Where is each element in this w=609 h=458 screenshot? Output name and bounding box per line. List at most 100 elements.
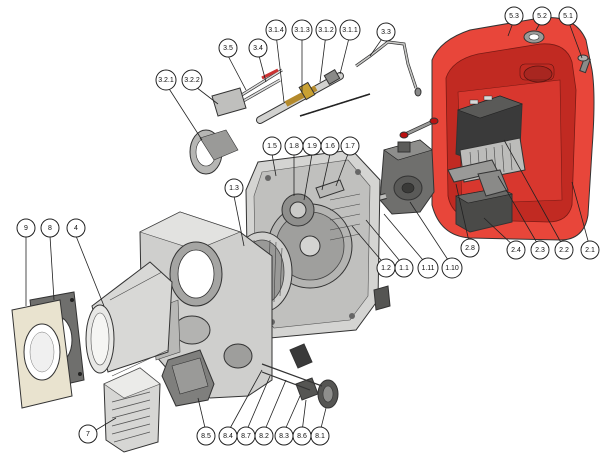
callout-5-2: 5.2 xyxy=(532,6,552,26)
cover-washer xyxy=(523,30,545,44)
callout-1-2: 1.2 xyxy=(376,258,396,278)
callout-bubble xyxy=(262,136,282,156)
callout-label: 9 xyxy=(24,225,28,232)
callout-label: 3.1.1 xyxy=(342,27,358,34)
callout-bubble xyxy=(315,19,337,41)
pump-nozzle-fitting xyxy=(399,117,439,139)
callout-2-1: 2.1 xyxy=(580,240,600,260)
mounting-plate-ribs xyxy=(329,193,361,241)
callout-label: 5.2 xyxy=(537,13,547,20)
callout-label: 3.5 xyxy=(223,45,233,52)
callout-label: 1.3 xyxy=(229,185,239,192)
cover-screw xyxy=(577,54,591,74)
callout-1-7: 1.7 xyxy=(340,136,360,156)
callout-label: 4 xyxy=(74,225,78,232)
callout-8-7: 8.7 xyxy=(236,426,256,446)
callout-label: 1.7 xyxy=(345,143,355,150)
callout-label: 8 xyxy=(48,225,52,232)
callout-label: 1.2 xyxy=(381,265,391,272)
callout-label: 1.1 xyxy=(399,265,409,272)
callout-label: 8.7 xyxy=(241,433,251,440)
callout-label: 2.1 xyxy=(585,247,595,254)
callout-8-4: 8.4 xyxy=(218,426,238,446)
callout-bubble xyxy=(506,240,526,260)
stabilizer-disk xyxy=(189,129,239,175)
callout-label: 2.4 xyxy=(511,247,521,254)
callout-label: 3.4 xyxy=(253,45,263,52)
callout-1-8a: 1.8 xyxy=(284,136,304,156)
callout-bubble xyxy=(66,218,86,238)
callout-label: 5.3 xyxy=(509,13,519,20)
callout-1-11: 1.11 xyxy=(417,257,439,279)
callout-label: 3.1.4 xyxy=(268,27,284,34)
photocell-bracket xyxy=(447,159,509,197)
callout-3-3: 3.3 xyxy=(376,22,396,42)
callout-bubble xyxy=(558,6,578,26)
callout-bubble xyxy=(196,426,216,446)
callout-bubble xyxy=(310,426,330,446)
callout-bubble xyxy=(16,218,36,238)
callout-bubble xyxy=(78,424,98,444)
air-intake-cover xyxy=(161,349,215,407)
callout-3-4: 3.4 xyxy=(248,38,268,58)
callout-3-2-1: 3.2.1 xyxy=(155,69,177,91)
callout-label: 7 xyxy=(86,431,90,438)
callout-label: 1.10 xyxy=(445,265,459,272)
callout-8-6: 8.6 xyxy=(292,426,312,446)
callout-label: 5.1 xyxy=(563,13,573,20)
callout-label: 3.2.2 xyxy=(184,77,200,84)
damper-knob xyxy=(317,379,339,409)
air-regulator-disk xyxy=(281,193,315,227)
callout-label: 2.3 xyxy=(535,247,545,254)
callout-3-5: 3.5 xyxy=(218,38,238,58)
callout-label: 8.2 xyxy=(259,433,269,440)
callout-5-1: 5.1 xyxy=(558,6,578,26)
callout-label: 8.4 xyxy=(223,433,233,440)
oil-pump xyxy=(379,139,435,215)
callout-bubble xyxy=(417,257,439,279)
callout-bubble xyxy=(155,69,177,91)
oil-pipe xyxy=(355,40,422,97)
blast-tube xyxy=(85,261,173,377)
callout-bubble xyxy=(441,257,463,279)
callout-label: 8.3 xyxy=(279,433,289,440)
callout-1-3: 1.3 xyxy=(224,178,244,198)
cable-dashed-line xyxy=(299,93,371,117)
callout-5-3: 5.3 xyxy=(504,6,524,26)
callout-1-9: 1.9 xyxy=(302,136,322,156)
callout-label: 1.9 xyxy=(307,143,317,150)
grille-slats xyxy=(111,391,151,443)
callout-bubble xyxy=(376,22,396,42)
callout-3-1-3: 3.1.3 xyxy=(291,19,313,41)
callout-bubble xyxy=(224,178,244,198)
callout-8-1: 8.1 xyxy=(310,426,330,446)
callout-label: 3.1.3 xyxy=(294,27,310,34)
callout-2-4: 2.4 xyxy=(506,240,526,260)
callout-bubble xyxy=(265,19,287,41)
callout-bubble xyxy=(218,38,238,58)
callout-3-1-1: 3.1.1 xyxy=(339,19,361,41)
callout-label: 1.5 xyxy=(267,143,277,150)
callout-bubble xyxy=(254,426,274,446)
callout-bubble xyxy=(580,240,600,260)
callout-bubble xyxy=(291,19,313,41)
nozzle-line xyxy=(256,68,344,124)
callout-3-2-2: 3.2.2 xyxy=(181,69,203,91)
callout-bubble xyxy=(181,69,203,91)
callout-label: 8.5 xyxy=(201,433,211,440)
callout-bubble xyxy=(339,19,361,41)
air-damper-lever xyxy=(315,179,345,199)
flange-plate xyxy=(11,299,73,409)
callout-4: 4 xyxy=(66,218,86,238)
callout-bubble xyxy=(320,136,340,156)
callout-bubble xyxy=(394,258,414,278)
plate-bracket xyxy=(373,285,391,311)
callout-label: 1.6 xyxy=(325,143,335,150)
callout-8-3: 8.3 xyxy=(274,426,294,446)
callout-label: 2.8 xyxy=(465,245,475,252)
callout-bubble xyxy=(340,136,360,156)
callout-bubble xyxy=(248,38,268,58)
